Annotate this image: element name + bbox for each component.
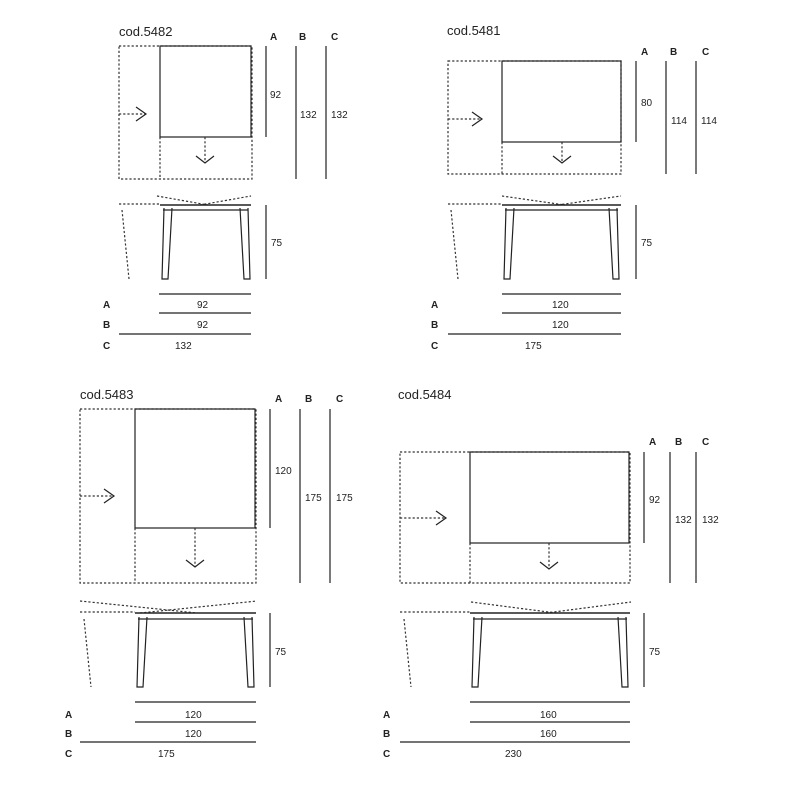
svg-text:A: A [431, 300, 438, 311]
svg-text:A: A [275, 394, 282, 405]
svg-text:132: 132 [300, 110, 317, 121]
svg-text:120: 120 [185, 710, 202, 721]
side-view: 75 [79, 600, 287, 688]
table-diagram-5484: cod.5484 A B C 92 132 132 [383, 387, 719, 760]
svg-text:A: A [641, 47, 648, 58]
svg-text:120: 120 [552, 300, 569, 311]
extension-arrow-icon [135, 106, 148, 122]
svg-text:A: A [649, 437, 656, 448]
side-view: 75 [400, 601, 661, 688]
svg-text:132: 132 [331, 110, 348, 121]
svg-text:175: 175 [305, 493, 322, 504]
depth-dimensions: A B C 92 132 132 [265, 32, 348, 179]
svg-text:230: 230 [505, 749, 522, 760]
svg-text:132: 132 [175, 341, 192, 352]
svg-text:C: C [331, 32, 338, 43]
svg-text:A: A [65, 710, 72, 721]
product-code: cod.5482 [119, 24, 173, 39]
table-top [134, 408, 256, 529]
plan-view [79, 408, 257, 584]
svg-text:120: 120 [552, 320, 569, 331]
product-code: cod.5483 [80, 387, 134, 402]
side-view: 75 [119, 195, 283, 280]
side-view: 75 [448, 195, 653, 280]
svg-text:160: 160 [540, 710, 557, 721]
svg-text:C: C [702, 47, 709, 58]
svg-text:114: 114 [671, 116, 687, 127]
svg-text:175: 175 [336, 493, 353, 504]
extended-outline [447, 60, 622, 175]
svg-text:114: 114 [701, 116, 717, 127]
svg-text:92: 92 [270, 90, 282, 101]
svg-text:120: 120 [275, 466, 292, 477]
svg-text:75: 75 [275, 647, 287, 658]
svg-text:B: B [675, 437, 682, 448]
table-top [501, 60, 622, 143]
svg-text:175: 175 [525, 341, 542, 352]
table-top [159, 45, 252, 138]
svg-text:C: C [336, 394, 343, 405]
svg-text:B: B [670, 47, 677, 58]
extension-arrow-icon [552, 155, 572, 164]
width-dimensions: A B C 92 92 132 [103, 293, 251, 352]
extended-outline [79, 408, 257, 584]
depth-dimensions: A B C 80 114 114 [635, 47, 717, 174]
svg-text:75: 75 [271, 238, 283, 249]
svg-text:B: B [305, 394, 312, 405]
table-diagram-5483: cod.5483 A B C 120 175 175 [65, 387, 353, 760]
svg-text:B: B [299, 32, 306, 43]
plan-view [399, 451, 631, 584]
svg-text:92: 92 [197, 320, 209, 331]
svg-text:160: 160 [540, 729, 557, 740]
plan-view [118, 45, 253, 180]
svg-text:92: 92 [649, 495, 661, 506]
svg-text:120: 120 [185, 729, 202, 740]
width-dimensions: A B C 120 120 175 [431, 293, 621, 352]
svg-text:75: 75 [649, 647, 661, 658]
table-diagram-5482: cod.5482 A B C 92 132 132 [103, 24, 348, 352]
width-dimensions: A B C 160 160 230 [383, 701, 630, 760]
svg-text:B: B [65, 729, 72, 740]
table-top [469, 451, 630, 544]
extension-arrow-icon [539, 561, 559, 570]
depth-dimensions: A B C 92 132 132 [643, 437, 719, 583]
svg-text:C: C [431, 341, 438, 352]
svg-text:B: B [431, 320, 438, 331]
svg-text:A: A [383, 710, 390, 721]
svg-text:C: C [702, 437, 709, 448]
svg-text:132: 132 [675, 515, 692, 526]
svg-text:92: 92 [197, 300, 209, 311]
svg-text:75: 75 [641, 238, 653, 249]
svg-text:80: 80 [641, 98, 653, 109]
plan-view [447, 60, 622, 175]
table-diagram-5481: cod.5481 A B C 80 114 114 [431, 23, 717, 352]
extension-arrow-icon [195, 155, 215, 164]
svg-text:175: 175 [158, 749, 175, 760]
svg-text:A: A [103, 300, 110, 311]
extension-arrow-icon [103, 488, 116, 504]
width-dimensions: A B C 120 120 175 [65, 701, 256, 760]
extended-outline [118, 45, 253, 180]
depth-dimensions: A B C 120 175 175 [269, 394, 353, 583]
product-code: cod.5484 [398, 387, 452, 402]
svg-text:B: B [103, 320, 110, 331]
product-code: cod.5481 [447, 23, 501, 38]
svg-text:C: C [383, 749, 390, 760]
extension-arrow-icon [471, 111, 484, 127]
svg-text:132: 132 [702, 515, 719, 526]
svg-text:A: A [270, 32, 277, 43]
extension-arrow-icon [435, 510, 448, 526]
svg-text:C: C [65, 749, 72, 760]
svg-text:B: B [383, 729, 390, 740]
extension-arrow-icon [185, 559, 205, 568]
svg-text:C: C [103, 341, 110, 352]
